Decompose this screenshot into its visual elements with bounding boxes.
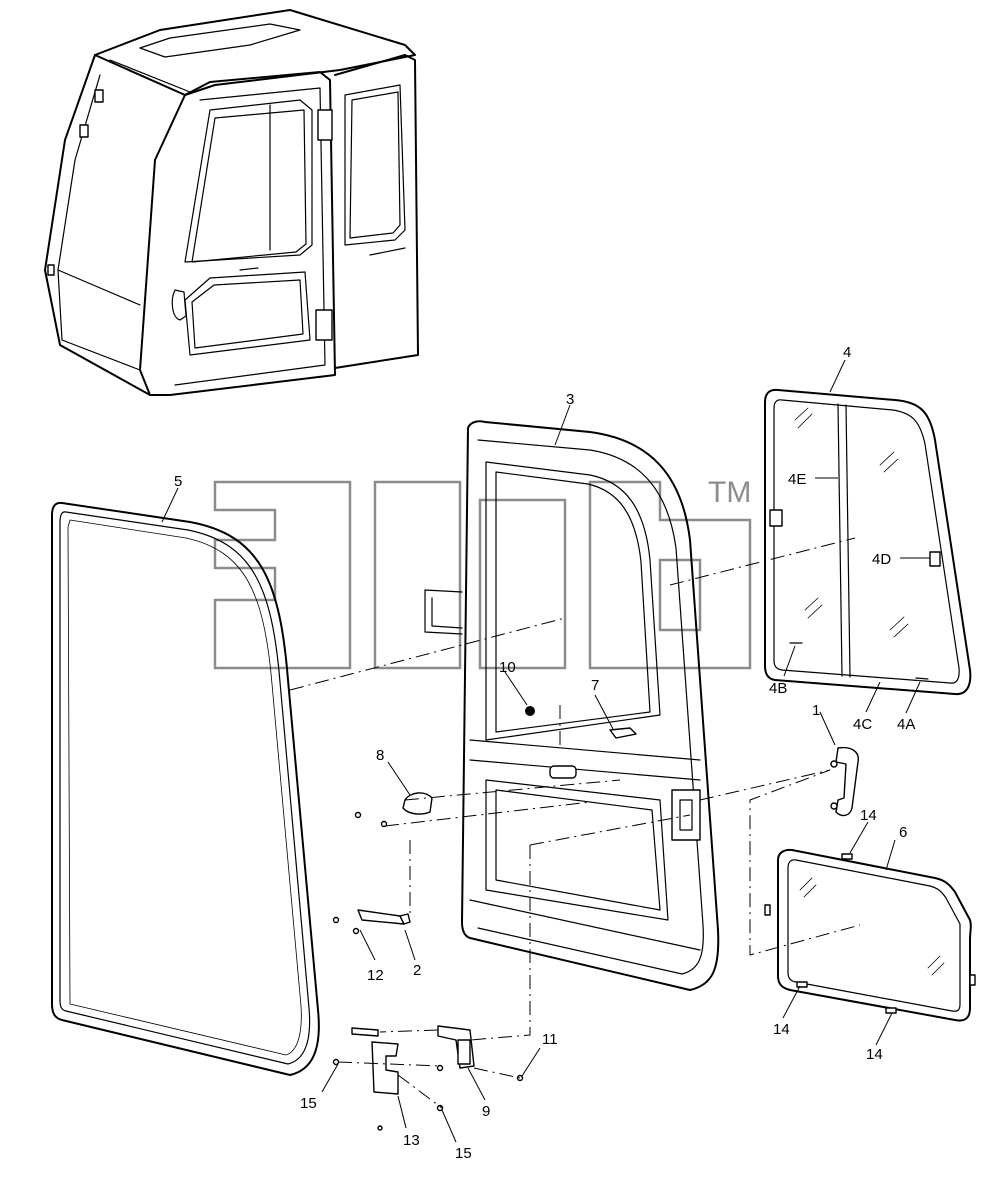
watermark-trademark: TM — [708, 476, 751, 509]
part-11-nut — [525, 706, 535, 716]
callout-5: 9 — [482, 1103, 490, 1120]
callout-6: 13 — [403, 1132, 420, 1149]
callout-4A: 4A — [897, 716, 915, 733]
callout-3: 3 — [566, 391, 574, 408]
callout-12: 11 — [542, 1031, 558, 1048]
callout-9: 7 — [591, 677, 599, 694]
callout-8: 6 — [899, 824, 907, 841]
callout-4B: 4B — [769, 680, 787, 697]
callout-4D: 4D — [872, 551, 891, 568]
callout-14-left: 14 — [773, 1021, 790, 1038]
part-5-latch — [351, 1025, 475, 1069]
callout-14-top: 14 — [860, 807, 877, 824]
callout-11: 10 — [499, 659, 516, 676]
callout-14-right: 14 — [866, 1046, 883, 1063]
callout-10: 8 — [376, 747, 384, 764]
part-1-handle — [830, 746, 859, 817]
callout-15-left: 15 — [300, 1095, 317, 1112]
cab-assembly — [44, 9, 419, 396]
part-6-plate — [332, 1041, 444, 1131]
watermark-logo: TM — [213, 476, 751, 670]
callout-4: 4 — [843, 344, 851, 361]
callout-4C: 4C — [853, 716, 872, 733]
part-7-front-glass — [51, 501, 320, 1076]
part-12-screw — [516, 1074, 524, 1082]
part-3-door-frame — [424, 420, 720, 991]
part-8-small-window — [764, 848, 976, 1022]
assembly-centerlines — [289, 537, 861, 1109]
part-9-bracket — [609, 727, 637, 739]
part-2-bracket — [332, 909, 411, 935]
callout-1: 1 — [812, 702, 820, 719]
callout-13: 12 — [367, 967, 384, 984]
part-4-window-assembly — [764, 388, 972, 696]
callout-2: 2 — [413, 962, 421, 979]
callout-4E: 4E — [788, 471, 806, 488]
callout-labels: 5 3 4 4E 4D 4B 4C 4A 1 7 10 8 14 6 14 14… — [174, 344, 915, 1162]
leader-lines — [161, 359, 930, 1143]
callout-7: 5 — [174, 473, 182, 490]
callout-15-bottom: 15 — [455, 1145, 472, 1162]
